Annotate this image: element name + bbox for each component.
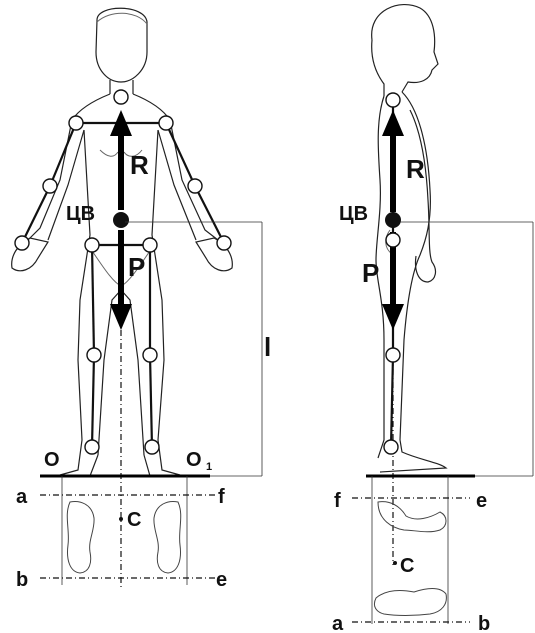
side-reaction-label: R: [406, 154, 425, 184]
front-weight-arrow: [110, 304, 132, 330]
front-corner-b: b: [16, 569, 28, 591]
front-right-foot-subscript: 1: [206, 461, 212, 473]
front-reaction-label: R: [130, 150, 149, 180]
front-view: ЦВ R P l O O 1 C a f b e: [12, 8, 272, 591]
side-weight-label: P: [362, 258, 379, 288]
front-center-of-gravity: [113, 212, 129, 228]
front-right-foot-label: O: [186, 449, 202, 471]
front-corner-e: e: [216, 569, 227, 591]
side-center-of-gravity: [385, 212, 401, 228]
side-view: ЦВ R P C f e a b: [332, 5, 533, 633]
front-length-label: l: [264, 332, 271, 362]
side-corner-a: a: [332, 613, 344, 633]
front-cog-label: ЦВ: [66, 203, 95, 225]
side-corner-e: e: [476, 490, 487, 512]
front-corner-f: f: [218, 486, 225, 508]
front-corner-a: a: [16, 486, 28, 508]
front-center-label: C: [127, 509, 141, 531]
side-support-area: [352, 476, 470, 624]
side-corner-b: b: [478, 613, 490, 633]
side-body-outline: [372, 5, 446, 472]
side-corner-f: f: [334, 490, 341, 512]
side-cog-label: ЦВ: [339, 203, 368, 225]
front-weight-label: P: [128, 252, 145, 282]
side-length-bracket: [400, 222, 533, 476]
side-weight-arrow: [382, 304, 404, 330]
side-center-label: C: [400, 555, 414, 577]
front-left-foot-label: O: [44, 449, 60, 471]
side-reaction-arrow: [382, 110, 404, 136]
